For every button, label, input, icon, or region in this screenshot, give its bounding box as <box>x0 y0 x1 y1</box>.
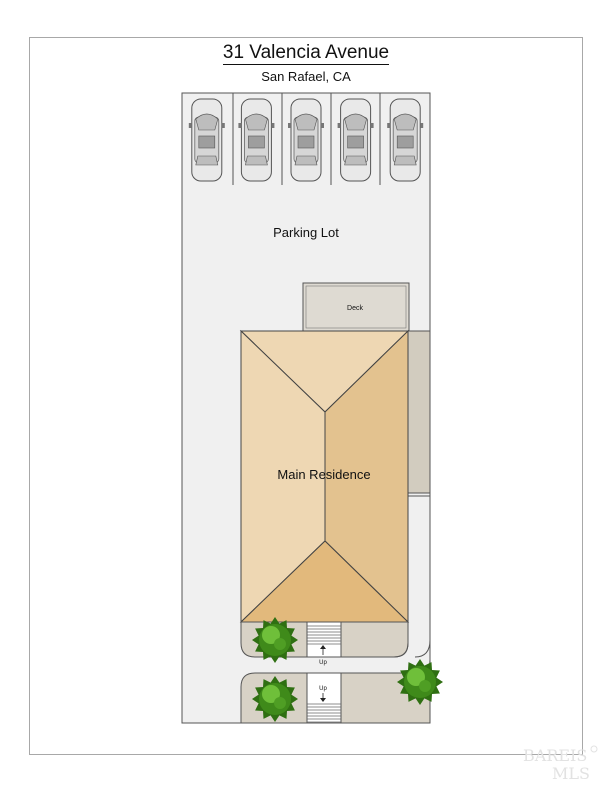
stairs-lower-label: Up <box>319 686 327 692</box>
watermark-line-2: MLS <box>552 764 590 782</box>
car-roof <box>396 135 414 149</box>
car-windshield <box>344 113 367 131</box>
car-icon <box>387 98 424 182</box>
car-mirror <box>271 123 275 128</box>
tree-shade <box>419 680 431 692</box>
tree-shade <box>274 638 286 650</box>
car-mirror <box>288 123 291 128</box>
tree-highlight <box>262 685 280 703</box>
walk-curve-right <box>414 639 431 658</box>
car-mirror <box>337 123 341 128</box>
walk-curve <box>393 642 409 658</box>
car-roof <box>198 135 216 149</box>
tree-highlight <box>262 626 280 644</box>
side-walkway <box>407 330 431 494</box>
car-rear-window <box>393 155 417 166</box>
car-icon <box>188 98 225 182</box>
planter-right-upper <box>340 621 409 658</box>
car-windshield <box>245 113 268 131</box>
tree-icon <box>397 659 443 705</box>
parked-cars <box>188 98 424 182</box>
car-mirror <box>188 123 192 128</box>
page-title: 31 Valencia Avenue <box>0 42 612 65</box>
car-mirror <box>387 123 391 128</box>
watermark-line-1: BAREIS <box>523 746 587 765</box>
stairs-upper-label: Up <box>319 660 327 666</box>
parking-lot-label: Parking Lot <box>273 225 339 240</box>
registered-mark-icon <box>590 745 598 753</box>
car-rear-window <box>294 155 318 166</box>
deck <box>302 282 410 332</box>
car-mirror <box>238 123 242 128</box>
title-text: 31 Valencia Avenue <box>222 42 390 65</box>
car-mirror <box>370 123 374 128</box>
trees <box>252 617 443 722</box>
stair-treads-upper <box>307 625 341 645</box>
car-rear-window <box>344 155 367 166</box>
car-mirror <box>221 123 225 128</box>
tree-highlight <box>407 668 425 686</box>
car-icon <box>337 98 374 182</box>
main-residence-label: Main Residence <box>277 467 370 482</box>
main-residence-roof <box>239 329 410 624</box>
bareis-mls-watermark: BAREIS MLS <box>523 745 598 782</box>
deck-inner-edge <box>305 285 407 329</box>
car-rear-window <box>195 155 219 166</box>
up-arrow-head-lower <box>320 698 326 702</box>
car-roof <box>297 135 315 149</box>
car-icon <box>288 98 324 182</box>
car-rear-window <box>245 155 268 166</box>
tree-shade <box>274 697 286 709</box>
car-windshield <box>294 113 318 131</box>
deck-label: Deck <box>347 305 363 312</box>
car-roof <box>248 135 265 149</box>
parking-stalls <box>232 93 381 185</box>
page-border <box>29 37 583 755</box>
car-icon <box>238 98 275 182</box>
car-windshield <box>393 113 417 131</box>
stairs-upper <box>306 621 342 658</box>
car-mirror <box>321 123 324 128</box>
tree-icon <box>252 617 298 663</box>
up-arrow-head-upper <box>320 645 326 649</box>
tree-icon <box>252 676 298 722</box>
car-windshield <box>195 113 219 131</box>
page-subtitle: San Rafael, CA <box>261 69 351 84</box>
stair-treads-lower <box>307 703 341 723</box>
car-mirror <box>420 123 424 128</box>
car-roof <box>347 135 364 149</box>
